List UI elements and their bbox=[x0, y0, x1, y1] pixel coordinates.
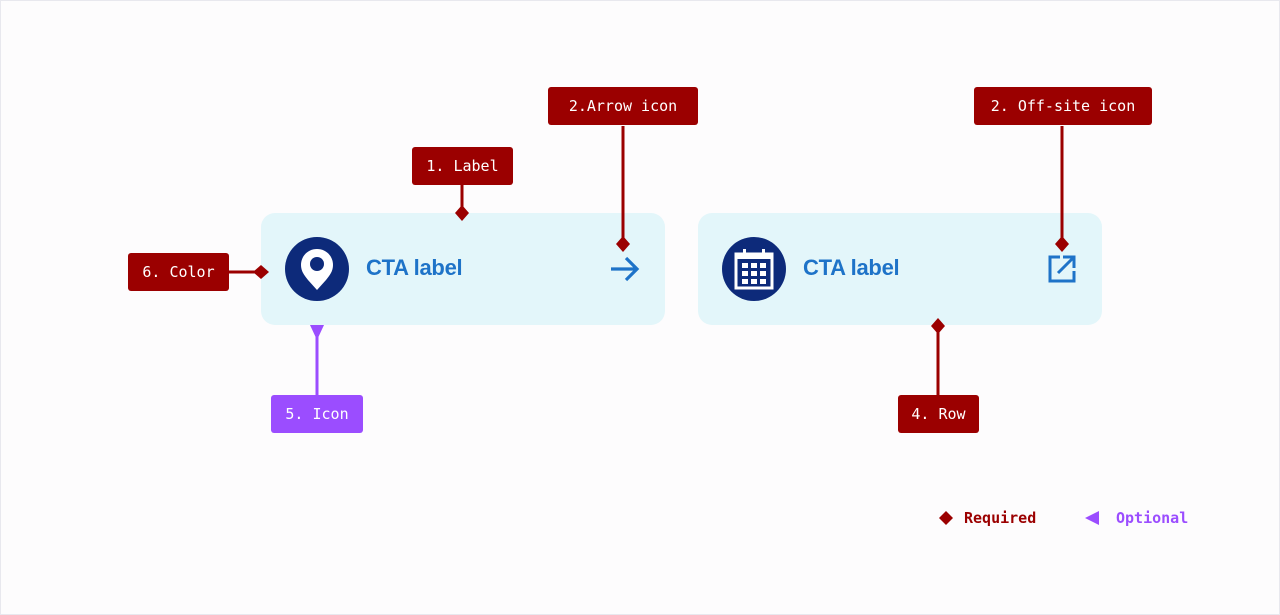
triangle-left-icon bbox=[1085, 511, 1099, 525]
legend-optional-label: Optional bbox=[1116, 509, 1189, 527]
annotation-label: 1. Label bbox=[412, 147, 513, 185]
arrow-right-icon[interactable] bbox=[609, 253, 641, 285]
annotation-color: 6. Color bbox=[128, 253, 229, 291]
external-link-icon[interactable] bbox=[1046, 253, 1078, 285]
diamond-icon bbox=[939, 511, 953, 525]
legend-required-label: Required bbox=[964, 509, 1037, 527]
map-pin-icon bbox=[301, 249, 333, 290]
cta-card-calendar[interactable]: CTA label bbox=[698, 213, 1102, 325]
cta-card-location[interactable]: CTA label bbox=[261, 213, 665, 325]
cta-label: CTA label bbox=[366, 255, 463, 280]
annotation-off-site-icon: 2. Off-site icon bbox=[974, 87, 1152, 125]
annotation-row: 4. Row bbox=[898, 395, 979, 433]
annotation-arrow-icon: 2.Arrow icon bbox=[548, 87, 698, 125]
legend-optional: Optional bbox=[1084, 509, 1188, 527]
leading-icon-circle bbox=[285, 237, 349, 301]
legend-required: Required bbox=[938, 509, 1036, 527]
calendar-icon bbox=[734, 249, 774, 290]
cta-label: CTA label bbox=[803, 255, 900, 280]
optional-marker bbox=[310, 325, 324, 340]
annotation-icon: 5. Icon bbox=[271, 395, 363, 433]
leading-icon-circle bbox=[722, 237, 786, 301]
